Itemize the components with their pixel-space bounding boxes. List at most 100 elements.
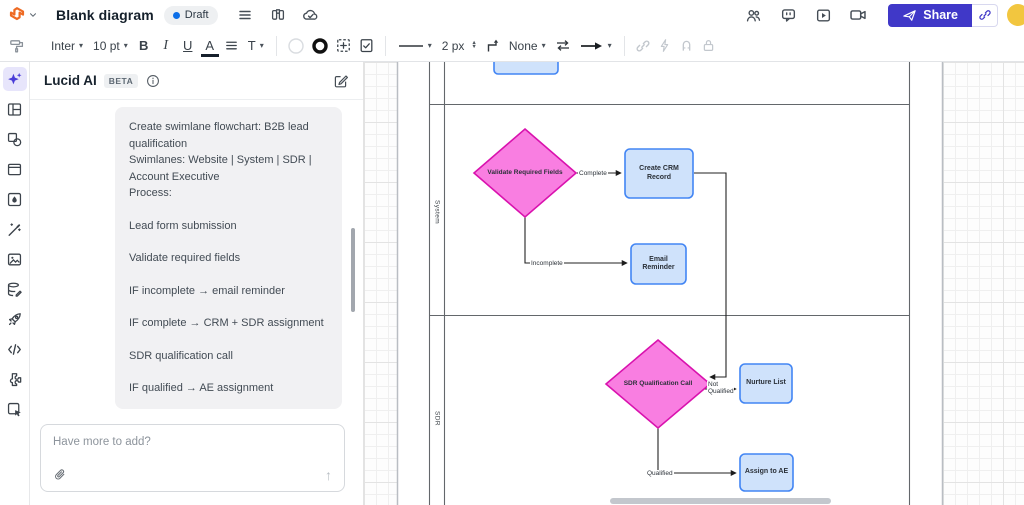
- edge-incomplete[interactable]: [524, 217, 628, 267]
- node-sdr-qualification-call[interactable]: [604, 338, 712, 430]
- text-style-select[interactable]: T▾: [243, 34, 269, 58]
- comments-icon[interactable]: [775, 3, 801, 27]
- format-painter-icon[interactable]: [6, 34, 28, 58]
- magnetize-icon[interactable]: [676, 34, 698, 58]
- connectors[interactable]: [524, 169, 737, 477]
- lane-label-system[interactable]: System: [433, 199, 441, 225]
- compose-icon[interactable]: [333, 73, 349, 89]
- node-lead-form-submission[interactable]: [493, 62, 559, 75]
- edge-crm-to-sdr[interactable]: [694, 172, 727, 381]
- fill-color-button[interactable]: [284, 34, 308, 58]
- code-icon[interactable]: [3, 337, 27, 361]
- collaborators-icon[interactable]: [740, 3, 766, 27]
- magic-wand-icon[interactable]: [3, 217, 27, 241]
- ai-panel-header: Lucid AI BETA: [30, 62, 363, 100]
- horizontal-scrollbar[interactable]: [610, 498, 831, 504]
- data-icon[interactable]: [3, 277, 27, 301]
- style-droplet-icon[interactable]: [3, 187, 27, 211]
- chevron-down-icon: ▾: [123, 40, 128, 50]
- lane-label-sdr[interactable]: SDR: [433, 410, 441, 426]
- stroke-color-button[interactable]: [308, 34, 332, 58]
- grid-settings-icon[interactable]: [332, 34, 355, 58]
- beta-badge: BETA: [103, 73, 139, 88]
- slides-cursor-icon[interactable]: [3, 397, 27, 421]
- prompt-line: Lead form submission: [129, 219, 237, 232]
- swap-line-icon[interactable]: [551, 34, 575, 58]
- chevron-down-icon: ▾: [79, 40, 84, 50]
- prompt-line: IF qualified → AE assignment: [129, 382, 274, 394]
- swimlane-frame[interactable]: [428, 62, 911, 505]
- stepper-arrows-icon[interactable]: ▲▼: [471, 39, 477, 50]
- notes-icon[interactable]: [355, 34, 378, 58]
- find-icon[interactable]: [265, 3, 291, 27]
- canvas-grid: [943, 62, 1024, 505]
- text-style-label: T: [247, 38, 256, 53]
- bold-button[interactable]: B: [133, 34, 155, 58]
- font-family-select[interactable]: Inter▾: [46, 34, 88, 58]
- prompt-line: Validate required fields: [129, 252, 241, 264]
- copy-link-button[interactable]: [972, 3, 998, 27]
- actions-lightning-icon[interactable]: [654, 34, 676, 58]
- prompt-line: IF complete → CRM + SDR assignment: [129, 317, 324, 329]
- layout-panels-icon[interactable]: [3, 97, 27, 121]
- edge-label-incomplete[interactable]: Incomplete: [530, 259, 564, 267]
- ai-input[interactable]: [53, 436, 332, 448]
- chevron-down-icon: ▾: [427, 40, 432, 50]
- chevron-down-icon[interactable]: [28, 10, 38, 20]
- menu-icon[interactable]: [232, 3, 258, 27]
- line-width-stepper[interactable]: 2 px ▲▼: [437, 34, 482, 58]
- prompt-line: Swimlanes: Website | System | SDR | Acco…: [129, 154, 312, 183]
- ai-sparkles-icon[interactable]: [2, 67, 27, 91]
- edge-label-qualified[interactable]: Qualified: [646, 469, 674, 477]
- present-icon[interactable]: [810, 3, 836, 27]
- line-shape-icon[interactable]: [482, 34, 504, 58]
- node-nurture-list[interactable]: [739, 363, 793, 404]
- arrowhead-select[interactable]: ▾: [575, 34, 617, 58]
- attachment-icon[interactable]: [53, 468, 67, 482]
- node-validate-required-fields[interactable]: [472, 127, 578, 219]
- panel-scrollbar[interactable]: [351, 228, 355, 312]
- info-icon[interactable]: [146, 74, 160, 88]
- cloud-check-icon: [298, 3, 324, 27]
- prompt-line: Process:: [129, 187, 172, 199]
- left-icon-rail: [0, 62, 30, 505]
- hyperlink-icon[interactable]: [632, 34, 654, 58]
- node-email-reminder[interactable]: [630, 243, 687, 285]
- canvas-grid: [364, 62, 397, 505]
- line-endpoint-select[interactable]: None▾: [504, 34, 551, 58]
- node-assign-to-ae[interactable]: [739, 453, 794, 492]
- edge-label-not-qualified[interactable]: Not Qualified: [707, 381, 734, 396]
- edge-qualified[interactable]: [657, 428, 737, 477]
- text-color-button[interactable]: A: [199, 34, 221, 58]
- rocket-icon[interactable]: [3, 307, 27, 331]
- frame-icon[interactable]: [3, 157, 27, 181]
- image-icon[interactable]: [3, 247, 27, 271]
- edge-label-complete[interactable]: Complete: [578, 169, 608, 177]
- chevron-down-icon: ▾: [607, 40, 612, 50]
- video-icon[interactable]: [845, 3, 871, 27]
- diagram-canvas[interactable]: System SDR Validate Required Fields Crea…: [363, 62, 1024, 505]
- lucid-logo-icon[interactable]: [8, 6, 26, 24]
- lock-icon[interactable]: [698, 34, 720, 58]
- chevron-down-icon: ▾: [259, 40, 264, 50]
- text-color-swatch: [200, 54, 219, 57]
- ai-panel-title: Lucid AI: [44, 73, 97, 88]
- align-icon[interactable]: [221, 34, 243, 58]
- line-style-select[interactable]: ▾: [393, 34, 437, 58]
- prompt-line: Create swimlane flowchart: B2B lead qual…: [129, 121, 309, 150]
- user-avatar[interactable]: [1007, 4, 1024, 26]
- send-arrow-icon[interactable]: ↑: [325, 467, 332, 483]
- share-button[interactable]: Share: [888, 3, 972, 27]
- ai-input-box[interactable]: ↑: [40, 424, 345, 492]
- underline-button[interactable]: U: [177, 34, 199, 58]
- document-title[interactable]: Blank diagram: [56, 7, 154, 23]
- chevron-down-icon: ▾: [541, 40, 546, 50]
- integrations-puzzle-icon[interactable]: [3, 367, 27, 391]
- shapes-icon[interactable]: [3, 127, 27, 151]
- font-size-select[interactable]: 10 pt▾: [88, 34, 133, 58]
- node-create-crm-record[interactable]: [624, 148, 694, 199]
- user-prompt-bubble: Create swimlane flowchart: B2B lead qual…: [115, 107, 342, 409]
- font-family-value: Inter: [51, 38, 76, 53]
- draft-status-badge[interactable]: Draft: [163, 5, 218, 25]
- italic-button[interactable]: I: [155, 34, 177, 58]
